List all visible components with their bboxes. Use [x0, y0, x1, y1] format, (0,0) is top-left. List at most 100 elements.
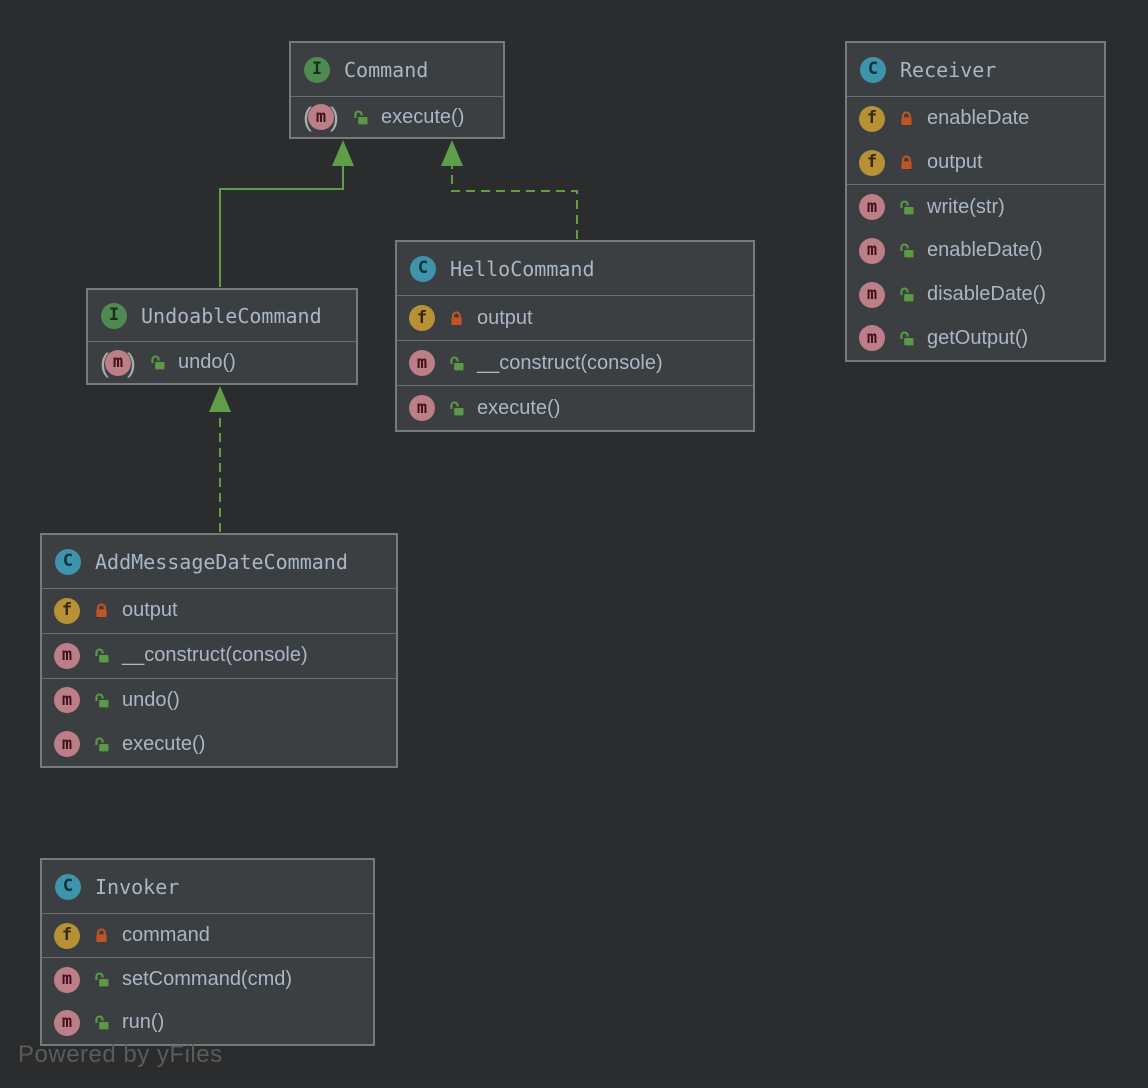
lock-open-icon: [898, 199, 915, 216]
field-icon: f: [54, 922, 80, 949]
lock-open-glyph: [354, 110, 368, 124]
member-row[interactable]: m disableDate(): [847, 273, 1104, 317]
yfiles-watermark: Powered by yFiles: [18, 1041, 223, 1068]
lock-open-icon: [93, 736, 110, 753]
lock-open-glyph: [95, 1015, 109, 1030]
lock-open-icon: [898, 286, 915, 303]
member-label: output: [122, 599, 178, 622]
member-row[interactable]: (m)undo(): [88, 342, 356, 383]
member-label: disableDate(): [927, 283, 1046, 305]
member-label: execute(): [477, 396, 561, 419]
class-title: AddMessageDateCommand: [95, 549, 348, 574]
method-letter: m: [308, 104, 334, 130]
class-icon: C: [55, 548, 81, 575]
lock-closed-glyph: [96, 603, 107, 618]
member-label: output: [927, 151, 983, 173]
class-header[interactable]: C AddMessageDateCommand: [42, 535, 396, 589]
member-section: (m)undo(): [88, 342, 356, 383]
class-title: HelloCommand: [450, 256, 595, 281]
class-box-AddMessageDateCommand[interactable]: C AddMessageDateCommand f output m __construc…: [40, 533, 398, 768]
method-icon: m: [54, 731, 80, 758]
class-title: Invoker: [95, 874, 180, 899]
lock-open-icon: [898, 242, 915, 259]
member-label: undo(): [178, 351, 236, 373]
method-icon: m: [54, 642, 80, 669]
member-row[interactable]: m __construct(console): [42, 634, 396, 678]
lock-open-icon: [149, 354, 166, 371]
method-letter: m: [859, 237, 885, 264]
edge-extends-UndoableCommand-to-Command[interactable]: [219, 140, 354, 287]
edge-implements-AddMessageDateCommand-to-UndoableCommand[interactable]: [209, 386, 231, 532]
lock-open-glyph: [450, 356, 464, 370]
class-members: (m)execute(): [291, 97, 503, 137]
triangle-arrowhead-icon: [441, 140, 463, 166]
member-row[interactable]: f output: [847, 141, 1104, 185]
member-section: (m)execute(): [291, 97, 503, 137]
member-label: execute(): [381, 105, 465, 128]
lock-open-glyph: [95, 693, 109, 708]
class-icon: C: [55, 873, 81, 900]
member-row[interactable]: (m)execute(): [291, 97, 503, 137]
lock-open-icon: [898, 330, 915, 347]
method-letter: m: [859, 325, 885, 352]
interface-icon: I: [304, 56, 330, 83]
abstract-paren: ): [127, 347, 136, 378]
member-label: enableDate(): [927, 239, 1043, 262]
class-header[interactable]: C Invoker: [42, 860, 373, 914]
method-icon: m: [409, 350, 435, 376]
member-label: __construct(console): [122, 644, 308, 667]
lock-open-glyph: [900, 200, 914, 215]
member-row[interactable]: m__construct(console): [397, 341, 753, 385]
lock-closed-icon: [448, 310, 465, 327]
lock-closed-glyph: [96, 928, 107, 942]
member-section: m__construct(console): [397, 340, 753, 385]
field-icon: f: [859, 149, 885, 176]
abstract-paren: ): [330, 102, 339, 132]
member-row[interactable]: f output: [42, 589, 396, 633]
field-letter: f: [54, 922, 80, 949]
lock-open-glyph: [900, 243, 914, 258]
class-title: UndoableCommand: [141, 303, 322, 328]
member-row[interactable]: m enableDate(): [847, 229, 1104, 273]
method-letter: m: [54, 642, 80, 669]
method-icon: m: [859, 237, 885, 264]
member-label: output: [477, 306, 533, 329]
method-icon: m: [54, 966, 80, 993]
lock-closed-icon: [93, 927, 110, 944]
member-section: m __construct(console): [42, 632, 396, 678]
lock-open-glyph: [95, 648, 109, 663]
lock-open-icon: [93, 647, 110, 664]
method-letter: m: [859, 281, 885, 308]
member-label: undo(): [122, 688, 180, 711]
edge-implements-HelloCommand-to-Command[interactable]: [441, 140, 578, 239]
field-icon: f: [54, 597, 80, 624]
triangle-arrowhead-icon: [332, 140, 354, 166]
